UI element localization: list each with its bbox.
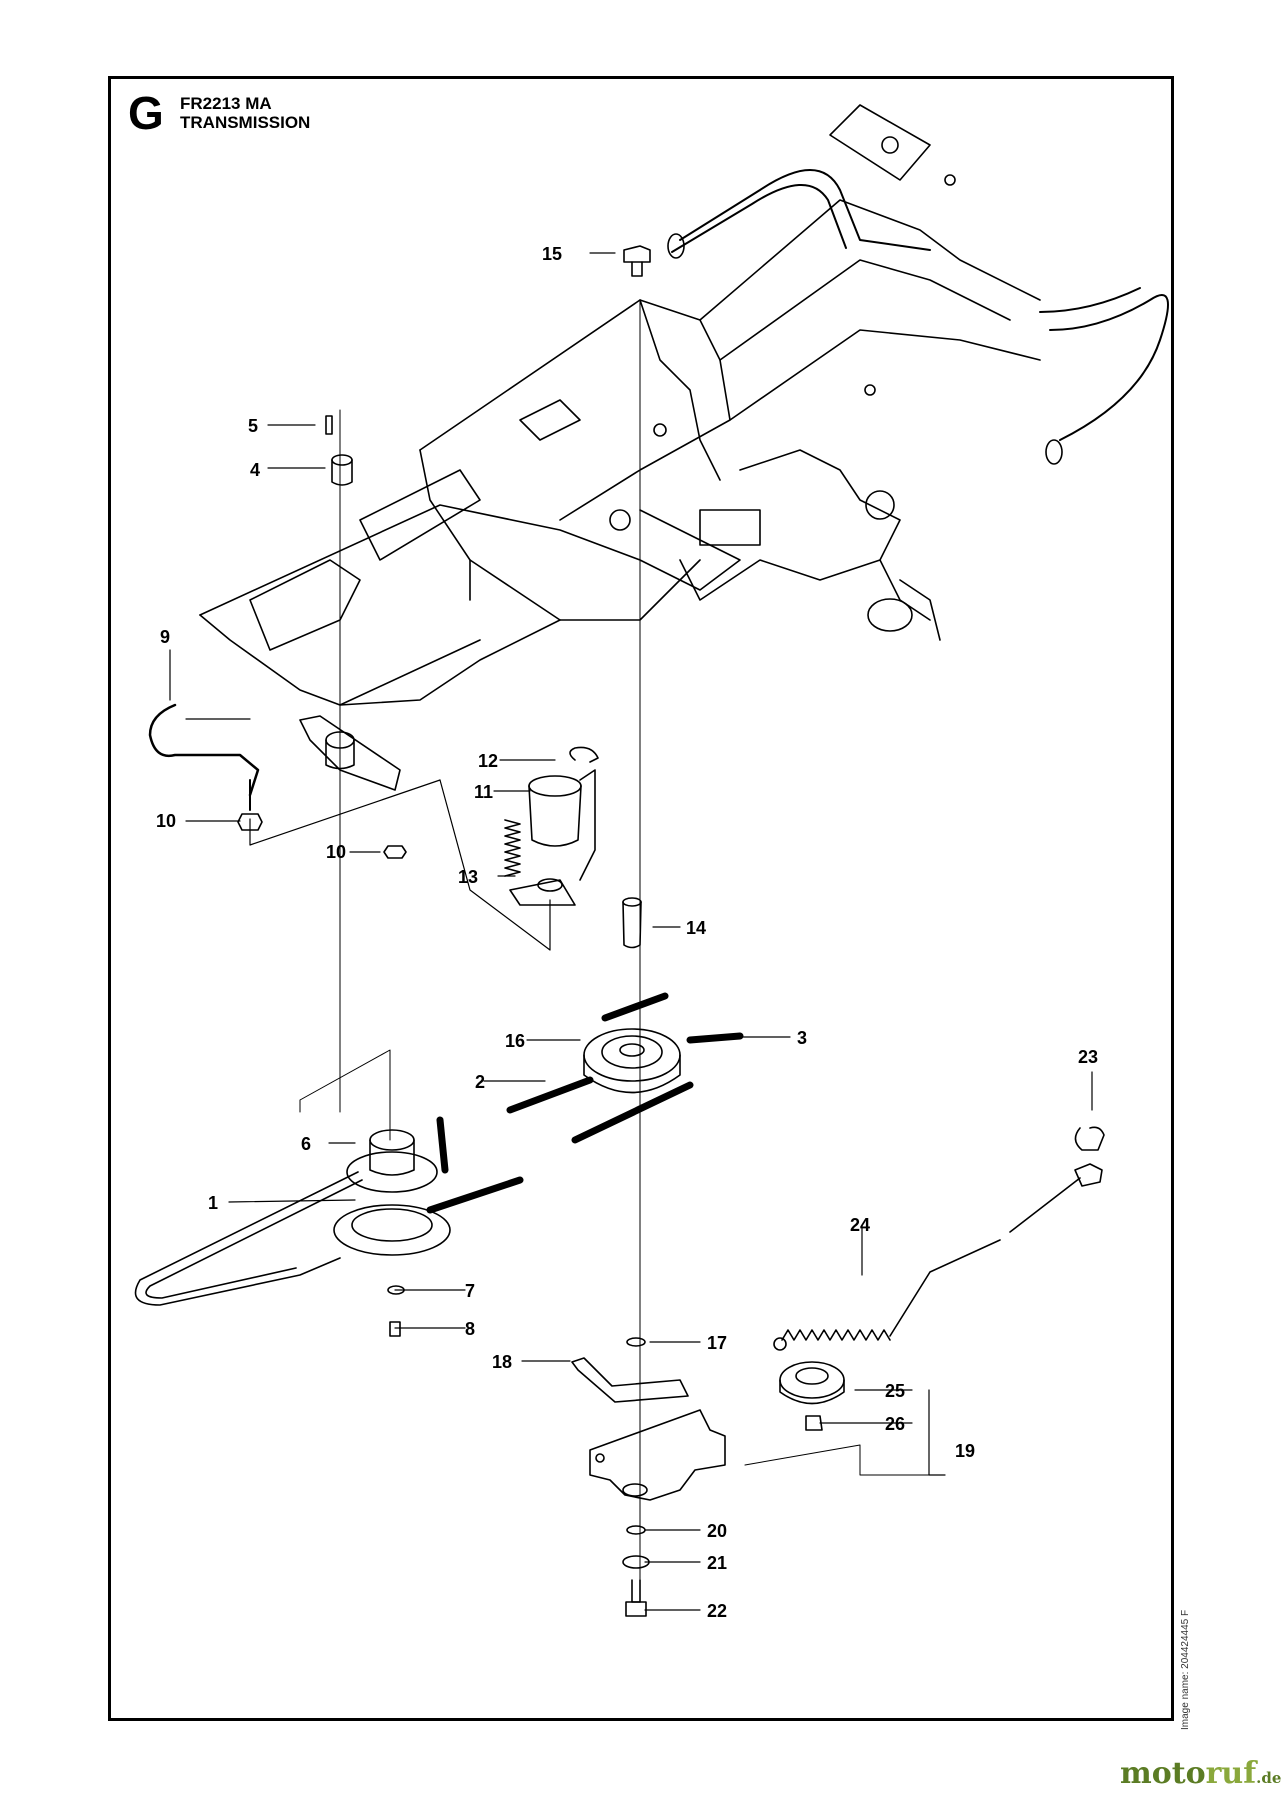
callout-26: 26 — [885, 1414, 905, 1434]
callout-4: 4 — [250, 460, 260, 480]
section-letter: G — [128, 87, 164, 139]
part-22-bolt — [625, 1579, 647, 1617]
part-7-washer — [387, 1285, 405, 1295]
part-25-pulley — [779, 1361, 845, 1405]
callout-labels: 15 5 4 9 10 10 12 11 13 14 16 3 2 23 6 1… — [156, 244, 1098, 1621]
drawing-frame — [108, 76, 1174, 1721]
callout-12: 12 — [478, 751, 498, 771]
part-14-pin — [622, 897, 642, 949]
watermark-logo: motoruf.de — [1120, 1756, 1281, 1791]
leader-lines — [169, 252, 1093, 1611]
callout-10-a: 10 — [156, 811, 176, 831]
callout-14: 14 — [686, 918, 706, 938]
part-1-belt — [134, 1171, 524, 1306]
callout-5: 5 — [248, 416, 258, 436]
callout-24: 24 — [850, 1215, 870, 1235]
callout-22: 22 — [707, 1601, 727, 1621]
callout-9: 9 — [160, 627, 170, 647]
part-18-bracket — [571, 1357, 689, 1403]
callout-18: 18 — [492, 1352, 512, 1372]
callout-21: 21 — [707, 1553, 727, 1573]
callout-15: 15 — [542, 244, 562, 264]
callout-7: 7 — [465, 1281, 475, 1301]
part-17-washer — [626, 1337, 646, 1347]
model-name: FR2213 MA — [180, 94, 272, 113]
watermark-part2: ruf — [1205, 1756, 1257, 1791]
part-10-nut-b — [383, 845, 407, 859]
callout-19: 19 — [955, 1441, 975, 1461]
part-8-screw — [389, 1321, 401, 1337]
callout-11: 11 — [474, 782, 493, 802]
part-13-spring — [504, 819, 521, 877]
part-4-bushing — [331, 454, 353, 486]
callout-17: 17 — [707, 1333, 727, 1353]
handle-bar — [667, 104, 1169, 465]
part-21-washer — [622, 1555, 650, 1569]
watermark-part3: .de — [1256, 1769, 1282, 1787]
part-24-spring — [773, 1177, 1081, 1351]
callout-1: 1 — [208, 1193, 218, 1213]
image-name-caption: Image name: 204424445 F — [1180, 1609, 1191, 1730]
title-block: FR2213 MA TRANSMISSION — [180, 94, 310, 132]
part-16-idler-pulley — [583, 1028, 681, 1094]
callout-2: 2 — [475, 1072, 485, 1092]
callout-10-b: 10 — [326, 842, 346, 862]
part-10-nut-a — [237, 813, 263, 831]
arm-bracket — [299, 715, 401, 791]
part-9-rod — [148, 703, 260, 811]
part-20-washer — [626, 1525, 646, 1535]
callout-23: 23 — [1078, 1047, 1098, 1067]
callout-13: 13 — [458, 867, 478, 887]
part-19-bracket — [589, 1409, 726, 1501]
part-26-nut — [805, 1415, 823, 1431]
part-3-belt — [571, 992, 744, 1144]
part-6-pulley-hub — [346, 1129, 438, 1193]
callout-6: 6 — [301, 1134, 311, 1154]
part-5-pin — [325, 415, 333, 435]
callout-20: 20 — [707, 1521, 727, 1541]
part-2-belt — [436, 1076, 594, 1174]
callout-16: 16 — [505, 1031, 525, 1051]
callout-8: 8 — [465, 1319, 475, 1339]
part-11-sleeve — [509, 769, 596, 906]
part-12-clip — [569, 746, 599, 763]
part-23-clip — [1074, 1126, 1105, 1187]
callout-3: 3 — [797, 1028, 807, 1048]
section-title: TRANSMISSION — [180, 113, 311, 132]
watermark-part1: moto — [1120, 1756, 1206, 1791]
callout-25: 25 — [885, 1381, 905, 1401]
part-15-bolt — [623, 245, 651, 277]
